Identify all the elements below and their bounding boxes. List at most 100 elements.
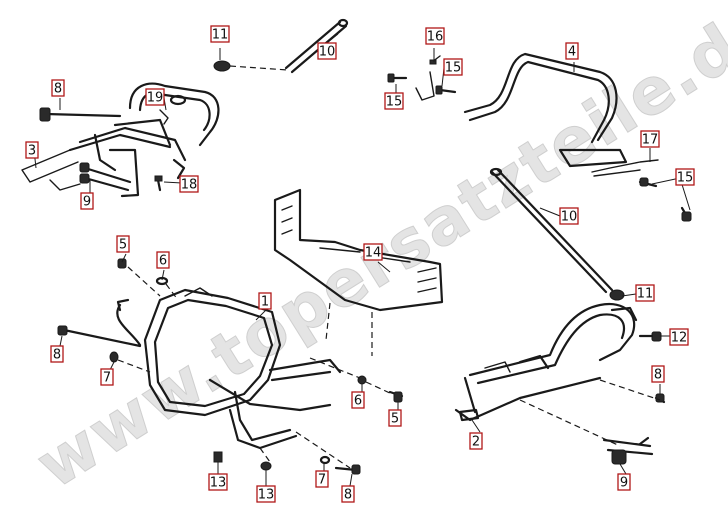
callout-box: [640, 130, 660, 148]
callout-10: 10: [317, 42, 337, 60]
callout-7: 7: [315, 470, 329, 488]
callout-6: 6: [351, 391, 365, 409]
callout-box: [388, 409, 402, 427]
callout-number: 11: [212, 28, 229, 43]
callout-box: [669, 328, 689, 346]
callout-box: [145, 88, 165, 106]
callout-19: 19: [145, 88, 165, 106]
callout-number: 14: [365, 246, 382, 261]
callout-number: 5: [119, 238, 127, 253]
callout-number: 8: [54, 82, 62, 97]
callout-box: [317, 42, 337, 60]
callout-number: 8: [344, 488, 352, 503]
callout-box: [258, 292, 272, 310]
callout-box: [80, 192, 94, 210]
callout-number: 15: [445, 61, 462, 76]
callout-12: 12: [669, 328, 689, 346]
callout-number: 7: [318, 473, 326, 488]
callout-box: [469, 432, 483, 450]
callout-13: 13: [208, 473, 228, 491]
callout-labels: 1110164151581939181715105614187111286521…: [25, 25, 695, 503]
callout-16: 16: [425, 27, 445, 45]
callout-box: [341, 485, 355, 503]
lower-right-frame: [454, 302, 666, 465]
callout-4: 4: [565, 42, 579, 60]
main-frame: [57, 258, 351, 469]
callout-box: [651, 365, 665, 383]
callout-box: [179, 175, 199, 193]
callout-9: 9: [617, 473, 631, 491]
callout-box: [351, 391, 365, 409]
callout-number: 10: [561, 210, 578, 225]
callout-number: 9: [620, 476, 628, 491]
callout-18: 18: [179, 175, 199, 193]
callout-box: [363, 243, 383, 261]
callout-box: [384, 92, 404, 110]
callout-number: 6: [159, 254, 167, 269]
callout-7: 7: [100, 368, 114, 386]
callout-number: 11: [637, 287, 654, 302]
callout-number: 15: [677, 171, 694, 186]
callout-5: 5: [388, 409, 402, 427]
callout-8: 8: [50, 345, 64, 363]
callout-box: [635, 284, 655, 302]
callout-number: 18: [181, 178, 198, 193]
callout-9: 9: [80, 192, 94, 210]
callout-box: [156, 251, 170, 269]
callout-number: 13: [258, 488, 275, 503]
callout-number: 2: [472, 435, 480, 450]
callout-number: 5: [391, 412, 399, 427]
callout-13: 13: [256, 485, 276, 503]
callout-box: [116, 235, 130, 253]
callout-3: 3: [25, 141, 39, 159]
callout-number: 1: [261, 295, 269, 310]
callout-box: [25, 141, 39, 159]
callout-box: [210, 25, 230, 43]
callout-number: 16: [427, 30, 444, 45]
callout-6: 6: [156, 251, 170, 269]
callout-number: 8: [654, 368, 662, 383]
callout-1: 1: [258, 292, 272, 310]
callout-box: [208, 473, 228, 491]
callout-number: 8: [53, 348, 61, 363]
callout-number: 9: [83, 195, 91, 210]
callout-5: 5: [116, 235, 130, 253]
top-right-handle-assembly: [387, 52, 692, 222]
callout-box: [256, 485, 276, 503]
top-left-bracket-assembly: [21, 60, 231, 198]
callout-number: 13: [210, 476, 227, 491]
callout-number: 19: [147, 91, 164, 106]
callout-box: [443, 58, 463, 76]
callout-box: [675, 168, 695, 186]
callout-number: 7: [103, 371, 111, 386]
callout-number: 12: [671, 331, 688, 346]
callout-box: [425, 27, 445, 45]
callout-15: 15: [443, 58, 463, 76]
callout-8: 8: [651, 365, 665, 383]
callout-11: 11: [635, 284, 655, 302]
callout-number: 10: [319, 45, 336, 60]
callout-box: [617, 473, 631, 491]
callout-box: [100, 368, 114, 386]
callout-11: 11: [210, 25, 230, 43]
callout-box: [559, 207, 579, 225]
callout-17: 17: [640, 130, 660, 148]
callout-15: 15: [384, 92, 404, 110]
leader-lines: [33, 33, 691, 487]
callout-number: 4: [568, 45, 576, 60]
callout-box: [315, 470, 329, 488]
callout-number: 3: [28, 144, 36, 159]
right-side-fasteners: [309, 357, 404, 403]
bottom-fasteners: [213, 451, 361, 475]
callout-box: [51, 79, 65, 97]
rod-middle: [489, 167, 625, 301]
callout-14: 14: [363, 243, 383, 261]
callout-2: 2: [469, 432, 483, 450]
callout-box: [50, 345, 64, 363]
callout-number: 6: [354, 394, 362, 409]
callout-box: [565, 42, 579, 60]
callout-10: 10: [559, 207, 579, 225]
callout-15: 15: [675, 168, 695, 186]
callout-number: 15: [386, 95, 403, 110]
